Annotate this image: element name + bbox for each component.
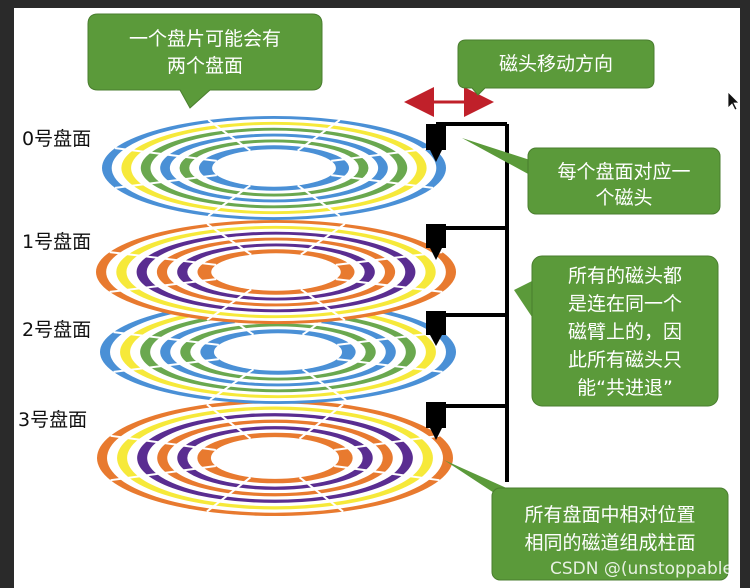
callout-shared-arm-line3: 磁臂上的，因 — [568, 321, 682, 343]
callout-one-head-line1: 每个盘面对应一 — [557, 161, 690, 183]
surface-label-0: 0号盘面 — [22, 128, 91, 150]
head-arm — [436, 122, 509, 482]
platter-1 — [96, 220, 456, 324]
callout-one-head-per-surface: 每个盘面对应一 个磁头 — [462, 138, 721, 215]
surface-label-1: 1号盘面 — [22, 231, 91, 253]
read-write-heads — [426, 124, 446, 440]
callout-shared-arm-line2: 是连在同一个 — [568, 293, 682, 315]
watermark: CSDN @(unstoppable) — [550, 559, 740, 579]
callout-shared-arm-line5: 能“共进退” — [577, 377, 673, 399]
callout-cylinder-line2: 相同的磁道组成柱面 — [524, 532, 695, 554]
callout-one-head-line2: 个磁头 — [595, 187, 652, 209]
callout-shared-arm-line1: 所有的磁头都 — [568, 265, 682, 287]
mouse-cursor-icon — [727, 91, 740, 111]
surface-label-3: 3号盘面 — [18, 409, 87, 431]
callout-two-sides: 一个盘片可能会有 两个盘面 — [87, 13, 323, 109]
surface-label-2: 2号盘面 — [22, 319, 91, 341]
callout-two-sides-line1: 一个盘片可能会有 — [129, 28, 281, 50]
callout-head-direction: 磁头移动方向 — [457, 39, 655, 96]
platter-2 — [100, 300, 456, 404]
head-2 — [426, 311, 446, 346]
callout-head-direction-text: 磁头移动方向 — [499, 53, 613, 75]
head-0 — [426, 124, 446, 162]
platter-3 — [97, 400, 453, 516]
head-1 — [426, 224, 446, 260]
callout-cylinder-line1: 所有盘面中相对位置 — [524, 504, 695, 526]
callout-shared-arm-line4: 此所有磁头只 — [568, 349, 682, 371]
callout-cylinder: 所有盘面中相对位置 相同的磁道组成柱面 — [444, 460, 729, 581]
callout-shared-arm: 所有的磁头都 是连在同一个 磁臂上的，因 此所有磁头只 能“共进退” — [514, 255, 719, 407]
platter-stack — [96, 116, 456, 516]
head-3 — [426, 402, 446, 440]
platter-0 — [102, 116, 446, 220]
callout-two-sides-line2: 两个盘面 — [167, 55, 243, 77]
